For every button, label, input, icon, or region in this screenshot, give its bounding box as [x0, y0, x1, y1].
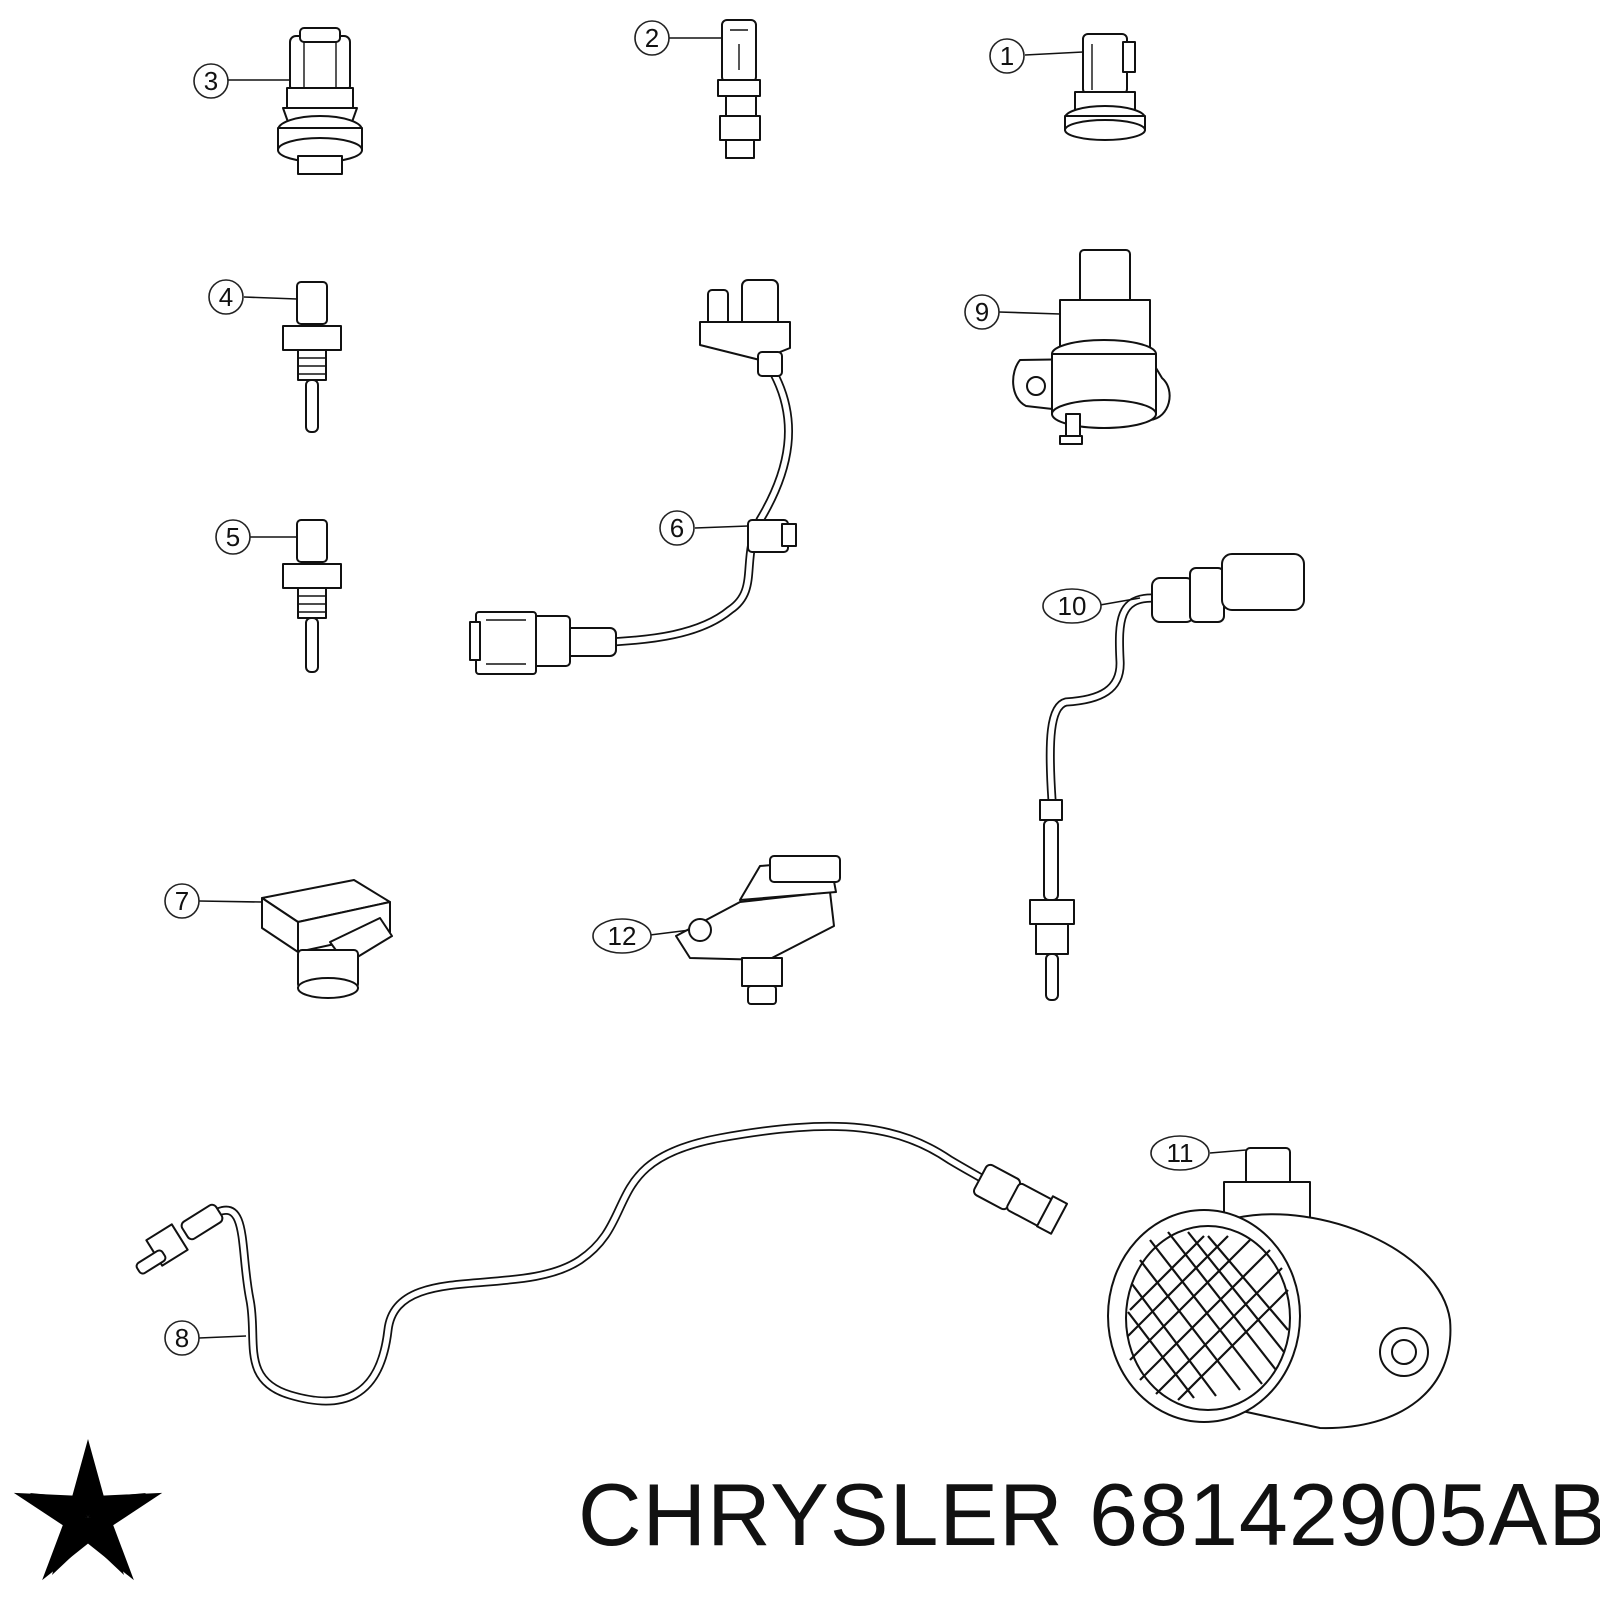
callout-2: 2 — [634, 20, 722, 56]
callout-5: 5 — [215, 519, 297, 555]
callout-label: 8 — [175, 1323, 189, 1353]
callout-label: 2 — [645, 23, 659, 53]
part-10-exhaust-temp-sensor — [1029, 553, 1305, 1001]
callout-7: 7 — [164, 883, 263, 919]
part-8-long-wire-sensor — [135, 1121, 1069, 1406]
part-12-map-sensor — [675, 855, 841, 1005]
callout-12: 12 — [592, 918, 691, 954]
callout-label: 4 — [219, 282, 233, 312]
part-number: 68142905AB — [1089, 1465, 1600, 1564]
part-2-temperature-sensor — [717, 19, 761, 159]
maf-grid — [1127, 1231, 1289, 1401]
callout-3: 3 — [193, 63, 290, 99]
callout-label: 7 — [175, 886, 189, 916]
part-7-camshaft-sensor — [261, 879, 393, 999]
callout-11: 11 — [1150, 1135, 1247, 1171]
callout-8: 8 — [164, 1320, 247, 1356]
callout-label: 10 — [1058, 591, 1087, 621]
callout-1: 1 — [989, 38, 1084, 74]
brand-name: CHRYSLER — [578, 1465, 1064, 1564]
part-4-temperature-probe — [282, 281, 342, 433]
callout-9: 9 — [964, 294, 1061, 330]
callout-6: 6 — [659, 510, 749, 546]
callout-label: 6 — [670, 513, 684, 543]
callout-10: 10 — [1042, 588, 1141, 624]
callout-label: 5 — [226, 522, 240, 552]
callout-label: 9 — [975, 297, 989, 327]
part-1-sensor — [1064, 33, 1146, 141]
part-3-pressure-sensor — [277, 27, 363, 175]
callout-label: 12 — [608, 921, 637, 951]
callout-label: 3 — [204, 66, 218, 96]
part-5-temperature-probe — [282, 519, 342, 673]
part-11-mass-air-flow-sensor — [1107, 1147, 1452, 1430]
callout-label: 1 — [1000, 41, 1014, 71]
part-6-wired-sensor — [469, 279, 797, 675]
part-caption: CHRYSLER 68142905AB — [578, 1455, 1600, 1575]
chrysler-pentastar-logo — [13, 1439, 163, 1581]
part-9-flange-sensor — [1012, 249, 1171, 445]
callout-4: 4 — [208, 279, 298, 315]
callout-label: 11 — [1167, 1138, 1194, 1168]
